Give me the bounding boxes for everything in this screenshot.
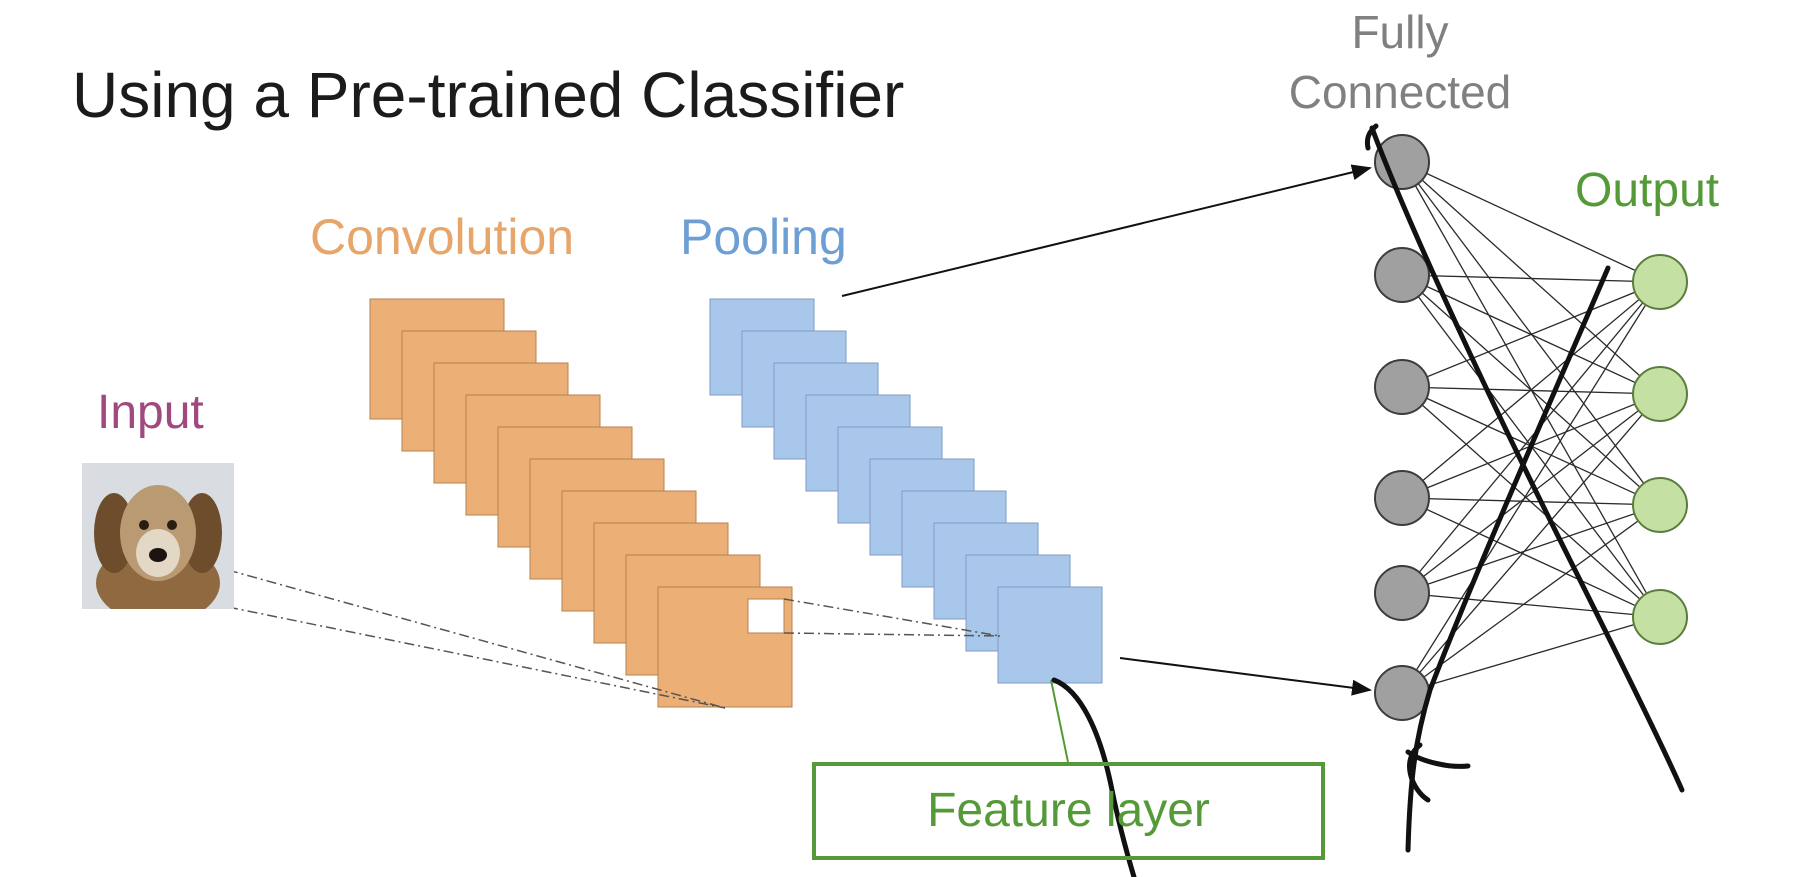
output-node bbox=[1632, 477, 1688, 533]
output-node bbox=[1632, 254, 1688, 310]
fc-edge bbox=[1401, 592, 1661, 618]
fc-edge bbox=[1401, 281, 1661, 388]
dashed-projection-line bbox=[783, 632, 1001, 637]
handwritten-annotation bbox=[1051, 123, 1685, 877]
ink-hook bbox=[1364, 123, 1379, 151]
pool-feature-map bbox=[997, 586, 1103, 684]
fc-edge bbox=[1401, 393, 1661, 694]
slide-title: Using a Pre-trained Classifier bbox=[72, 59, 905, 131]
convolution-stack bbox=[369, 298, 793, 708]
fc-node bbox=[1374, 470, 1430, 526]
output-label: Output bbox=[1575, 164, 1720, 217]
fc-edge bbox=[1401, 161, 1661, 283]
fc-connections bbox=[1401, 161, 1661, 694]
fc-edge bbox=[1401, 281, 1661, 694]
fc-node bbox=[1374, 359, 1430, 415]
dog-photo-icon bbox=[82, 463, 234, 609]
receptive-field-lines bbox=[227, 569, 1001, 709]
arrow-to-first-fc-node bbox=[841, 164, 1372, 297]
fully-connected-label-line1: Fully bbox=[1351, 6, 1449, 58]
fc-edge bbox=[1401, 497, 1661, 506]
pooling-label: Pooling bbox=[680, 209, 847, 265]
flow-arrows bbox=[841, 164, 1372, 763]
ink-stroke-cross-1 bbox=[1369, 125, 1685, 793]
ink-stroke-feature bbox=[1051, 677, 1137, 877]
fully-connected-label: Fully Connected bbox=[1270, 2, 1530, 122]
feature-layer-box: Feature layer bbox=[812, 762, 1325, 860]
input-label: Input bbox=[97, 386, 204, 439]
fc-edge bbox=[1401, 393, 1661, 594]
fully-connected-label-line2: Connected bbox=[1288, 66, 1512, 118]
feature-layer-pointer bbox=[1050, 679, 1069, 763]
pooling-stack bbox=[709, 298, 1103, 684]
fc-node bbox=[1374, 565, 1430, 621]
conv-window bbox=[747, 598, 785, 634]
fc-edge bbox=[1401, 616, 1661, 694]
ink-scribble bbox=[1405, 742, 1471, 803]
fc-edge bbox=[1401, 281, 1661, 499]
convolution-label: Convolution bbox=[310, 209, 575, 265]
fc-node bbox=[1374, 665, 1430, 721]
fc-edge bbox=[1401, 281, 1661, 594]
output-node bbox=[1632, 366, 1688, 422]
fc-edge bbox=[1401, 504, 1661, 694]
fc-node bbox=[1374, 247, 1430, 303]
arrow-to-last-fc-node bbox=[1119, 657, 1372, 696]
fc-edge bbox=[1401, 274, 1661, 283]
fully-connected-layer bbox=[1374, 134, 1430, 721]
fc-edge bbox=[1401, 504, 1661, 594]
fc-edge bbox=[1401, 497, 1661, 618]
dashed-projection-line bbox=[227, 606, 726, 709]
output-layer bbox=[1632, 254, 1688, 645]
fc-edge bbox=[1401, 161, 1661, 506]
dashed-projection-line bbox=[783, 598, 1001, 637]
dashed-projection-line bbox=[227, 569, 726, 709]
output-node bbox=[1632, 589, 1688, 645]
